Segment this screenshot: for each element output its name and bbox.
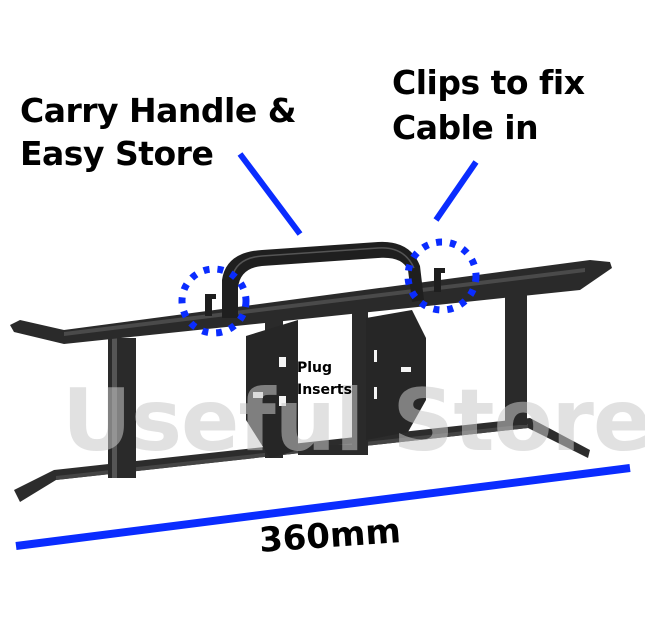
carry-handle-label: Carry Handle & Easy Store: [20, 91, 297, 173]
clips-label-line2: Cable in: [392, 108, 539, 147]
left-clip-highlight-circle: [178, 265, 250, 337]
carry-handle-label-line1: Carry Handle &: [20, 91, 297, 130]
plug-inserts-label-line2: Inserts: [297, 382, 352, 398]
dimension-label: 360mm: [257, 511, 403, 561]
watermark-text: Useful Store: [62, 371, 645, 471]
upper-rail: [10, 260, 612, 344]
dimension-line: [15, 464, 631, 550]
clips-pointer-line: [433, 160, 479, 222]
cable-clips: [205, 268, 445, 316]
lower-rail: [14, 418, 590, 502]
carry-handle-pointer-line: [237, 152, 303, 236]
right-clip-highlight-circle: [404, 238, 480, 314]
plug-insert-plates: [246, 310, 426, 458]
clips-label: Clips to fix Cable in: [392, 63, 585, 147]
plug-inserts-label-line1: Plug: [297, 360, 333, 376]
clips-label-line1: Clips to fix: [392, 63, 585, 102]
carry-handle: [222, 241, 424, 318]
plug-inserts-label: Plug Inserts: [297, 361, 352, 397]
carry-handle-label-line2: Easy Store: [20, 134, 214, 173]
